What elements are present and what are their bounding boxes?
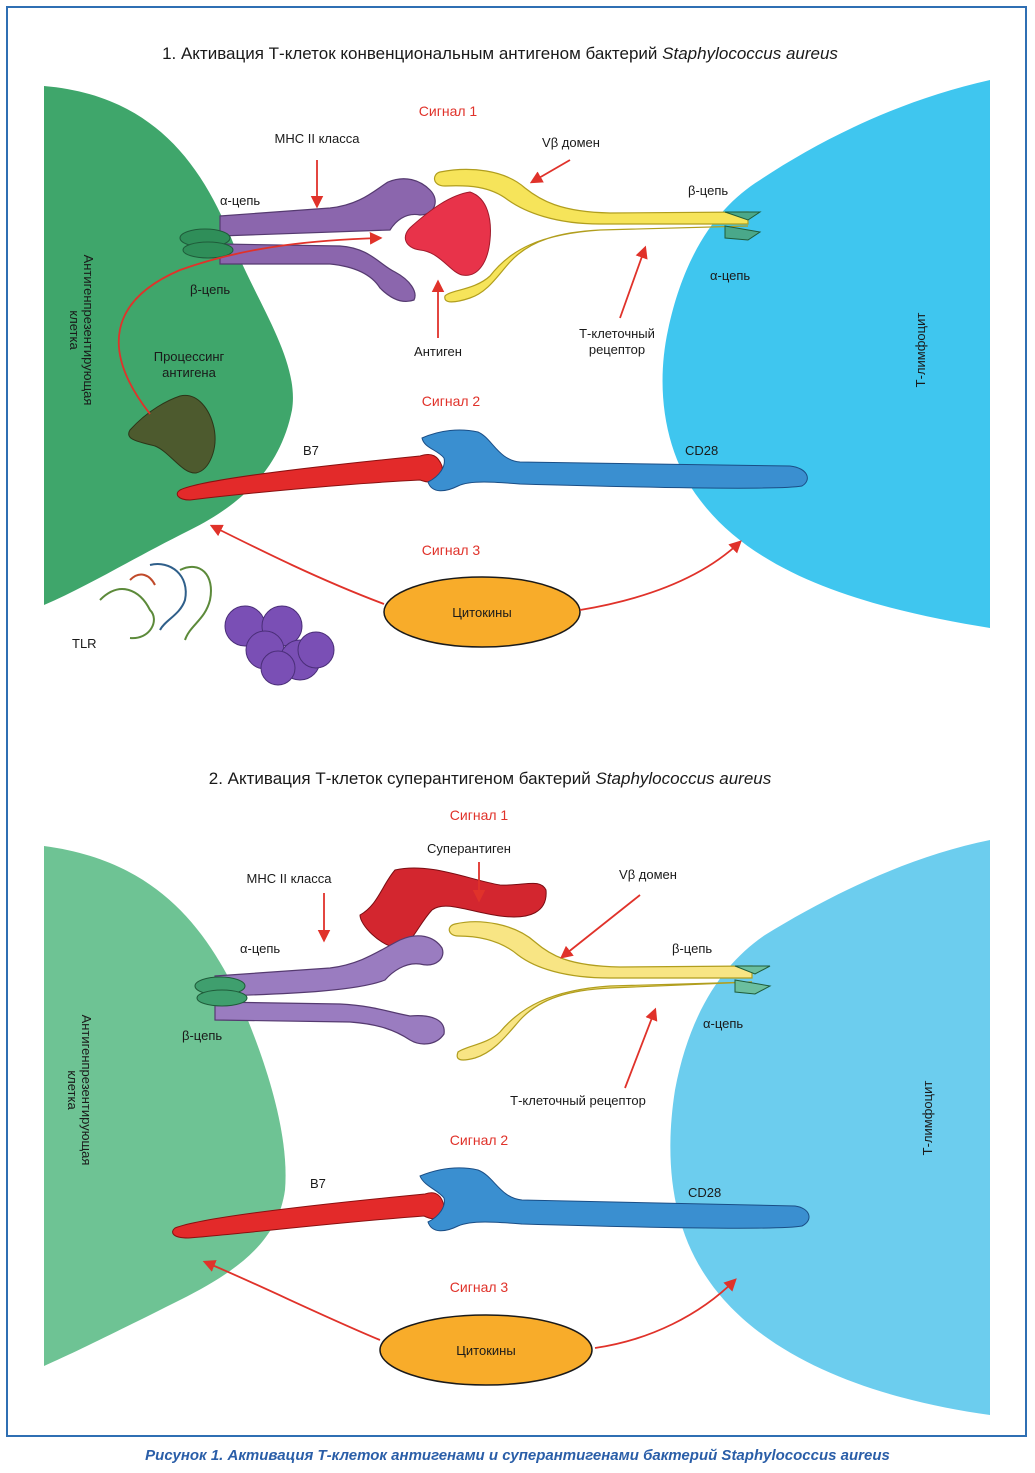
tcr-beta-chain (434, 168, 749, 225)
cd28-label: CD28 (685, 443, 718, 458)
t-cell-2 (670, 840, 990, 1415)
cytokines-label-2: Цитокины (456, 1343, 515, 1358)
svg-text:клетка: клетка (65, 1070, 80, 1110)
apc-cell (44, 86, 293, 605)
beta-chain-label-2: β-цепь (182, 1028, 222, 1043)
cd28-label-2: CD28 (688, 1185, 721, 1200)
b7-label-2: B7 (310, 1176, 326, 1191)
mhc-class-ii (179, 178, 436, 302)
tcr-beta-anchor-2 (734, 965, 771, 975)
superantigen-shape (359, 867, 547, 949)
panel-1: 1. Активация Т-клеток конвенциональным а… (44, 44, 990, 686)
antigen-label: Антиген (414, 344, 462, 359)
alpha-chain-label-2: α-цепь (240, 941, 280, 956)
svg-text:Антигенпрезентирующая: Антигенпрезентирующая (81, 255, 96, 406)
cytokines-ellipse-2 (379, 1314, 593, 1386)
figure-caption: Рисунок 1. Активация Т-клеток антигенами… (145, 1447, 890, 1464)
b7-label: B7 (303, 443, 319, 458)
mhc-alpha-chain-2 (214, 935, 444, 997)
panel-1-arrows (117, 159, 742, 611)
tcr-label-line1: Т-клеточный (579, 326, 655, 341)
cd28-molecule (421, 429, 808, 492)
vbeta-arrow-2 (560, 894, 641, 959)
panel-2-title: 2. Активация Т-клеток суперантигеном бак… (209, 769, 772, 788)
mhc-label: МНС II класса (275, 131, 361, 146)
tcr-arrow (619, 245, 648, 319)
tcr-beta-label: β-цепь (688, 183, 728, 198)
beta-chain-label: β-цепь (190, 282, 230, 297)
cytokines-ellipse (383, 576, 581, 648)
mhc-beta-chain (219, 243, 416, 302)
cytokines-label: Цитокины (452, 605, 511, 620)
signal-3-label-2: Сигнал 3 (450, 1279, 509, 1295)
tcr-complex-2 (448, 921, 772, 1061)
svg-text:Антигенпрезентирующая: Антигенпрезентирующая (79, 1015, 94, 1166)
apc-label-2: Антигенпрезентирующая клетка (65, 1015, 94, 1166)
panel-2-arrows (202, 862, 737, 1349)
tcr-alpha-chain (444, 225, 749, 303)
tcr-alpha-label: α-цепь (710, 268, 750, 283)
tlr-label: TLR (72, 636, 97, 651)
apc-label-1: Антигенпрезентирующая клетка (67, 255, 96, 406)
processing-label-line2: антигена (162, 365, 216, 380)
mhc-alpha-chain (219, 178, 436, 237)
tcr-alpha-chain-2 (456, 981, 753, 1061)
alpha-chain-label: α-цепь (220, 193, 260, 208)
superantigen-label: Суперантиген (427, 841, 511, 856)
tcr-alpha-label-2: α-цепь (703, 1016, 743, 1031)
signal-3-label: Сигнал 3 (422, 542, 481, 558)
tcell-label-2: Т-лимфоцит (920, 1081, 935, 1156)
tcr-beta-label-2: β-цепь (672, 941, 712, 956)
tcr-label-2: Т-клеточный рецептор (510, 1093, 646, 1108)
mhc-membrane-anchor-bottom (182, 241, 234, 259)
vbeta-label-2: Vβ домен (619, 867, 677, 882)
signal-1-label-2: Сигнал 1 (450, 807, 509, 823)
tcell-label-1: Т-лимфоцит (913, 313, 928, 388)
cd28-molecule-2 (419, 1167, 810, 1232)
signal-1-label: Сигнал 1 (419, 103, 478, 119)
tcr-label-line2: рецептор (589, 342, 645, 357)
tcr-alpha-anchor-2 (734, 979, 772, 995)
cytokine-to-tcell-arrow (579, 540, 742, 611)
panel-2: 2. Активация Т-клеток суперантигеном бак… (44, 769, 990, 1415)
staphylococcus-cluster (224, 605, 335, 686)
cytokine-to-tcell-arrow-2 (594, 1278, 737, 1349)
figure-frame (6, 6, 1027, 1437)
mhc-beta-chain-2 (214, 1001, 445, 1045)
cytokine-to-apc-arrow-2 (202, 1260, 381, 1341)
tcr-beta-anchor (724, 211, 762, 221)
tcr-arrow-2 (624, 1007, 658, 1089)
signal-2-label-2: Сигнал 2 (450, 1132, 509, 1148)
mhc-anchor-bottom-2 (196, 989, 248, 1007)
panel-1-title: 1. Активация Т-клеток конвенциональным а… (162, 44, 838, 63)
processed-antigen-blob (128, 394, 216, 474)
antigen-shape (404, 191, 491, 276)
figure-diagram: 1. Активация Т-клеток конвенциональным а… (44, 44, 990, 1415)
tcr-alpha-anchor (724, 225, 762, 241)
mhc-label-2: МНС II класса (247, 871, 333, 886)
signal-2-label: Сигнал 2 (422, 393, 481, 409)
tcr-beta-chain-2 (448, 921, 753, 979)
tlr-structure (99, 563, 212, 641)
t-cell (662, 80, 990, 628)
svg-text:клетка: клетка (67, 310, 82, 350)
vbeta-arrow (529, 159, 571, 184)
processing-label-line1: Процессинг (154, 349, 225, 364)
vbeta-label: Vβ домен (542, 135, 600, 150)
cytokine-to-apc-arrow (209, 524, 385, 605)
mhc-class-ii-2 (194, 935, 445, 1045)
tcr-complex (434, 168, 762, 303)
processing-arrow (117, 232, 383, 415)
